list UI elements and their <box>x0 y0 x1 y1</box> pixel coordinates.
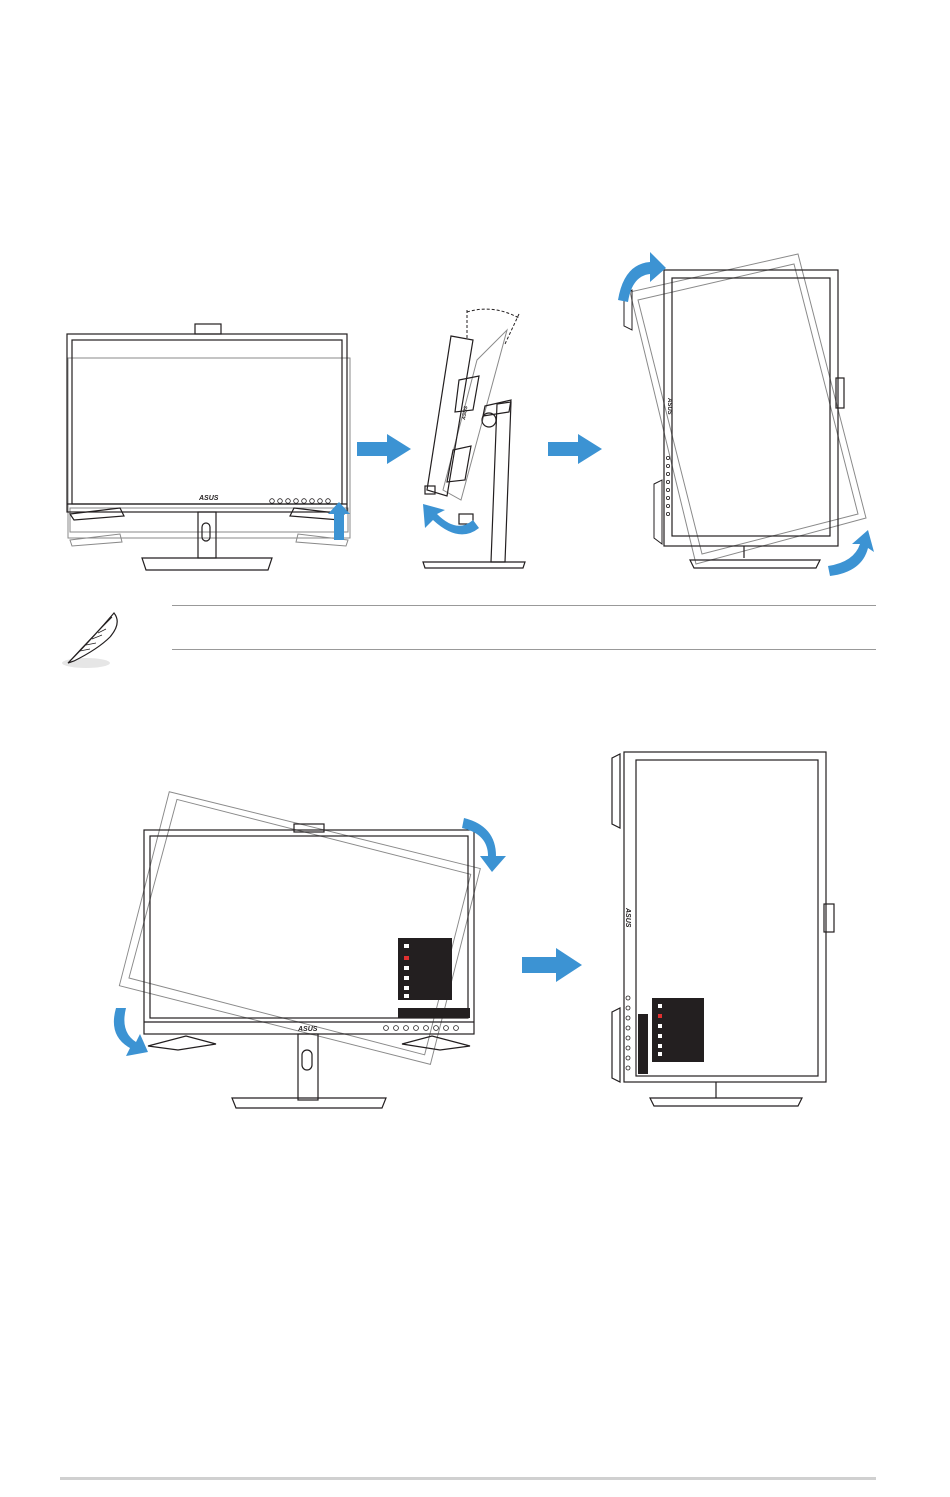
monitor-pivot-figure: ASUS <box>610 248 880 578</box>
curved-arrow-icon <box>114 1008 148 1056</box>
landscape-logo: ASUS <box>297 1026 318 1033</box>
right-arrow-icon <box>522 948 582 982</box>
note-feather-icon <box>60 605 126 671</box>
monitor-side-tilt-figure: ASUS <box>415 300 545 570</box>
monitor-landscape-rotate-figure: ASUS <box>104 786 484 1116</box>
note-top-rule <box>172 605 876 606</box>
monitor-portrait-figure: ASUS <box>606 748 846 1112</box>
monitor-front-logo: ASUS <box>198 495 219 502</box>
portrait-logo: ASUS <box>624 907 631 928</box>
monitor-front-raise-figure: ASUS <box>60 318 360 578</box>
curved-arrow-icon <box>828 530 874 576</box>
curved-arrow-icon <box>423 504 479 534</box>
footer-rule <box>60 1477 876 1480</box>
curved-arrow-icon <box>618 252 666 302</box>
note-bottom-rule <box>172 649 876 650</box>
right-arrow-icon <box>357 434 411 464</box>
monitor-side-logo: ASUS <box>461 405 470 421</box>
portrait-side-logo: ASUS <box>666 397 672 415</box>
right-arrow-icon <box>548 434 602 464</box>
